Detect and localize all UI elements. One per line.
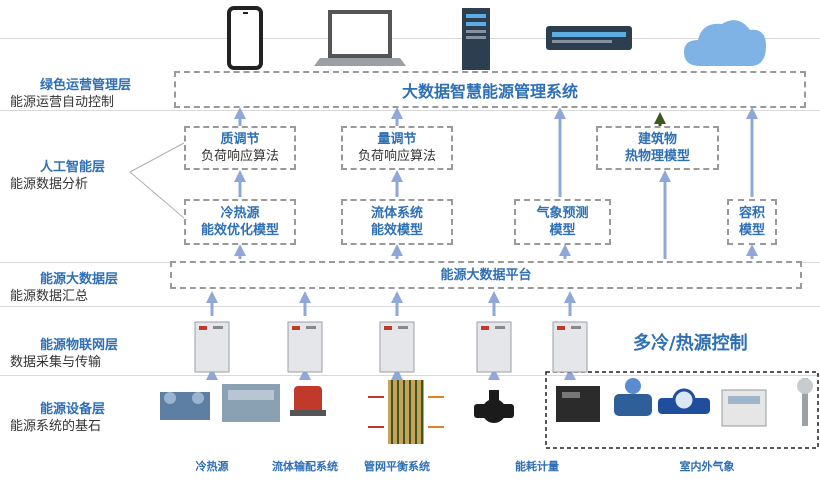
bottom-label-pipe-network: 管网平衡系统 <box>364 460 430 473</box>
bracket-line <box>129 142 185 173</box>
ai-building-model-box: 建筑物 热物理模型 <box>596 126 719 170</box>
bracket-line <box>129 171 185 219</box>
flow-meter-icon <box>614 378 652 416</box>
layer-title-bigdata: 能源大数据层 <box>40 272 119 287</box>
chiller-unit-icon <box>160 392 210 420</box>
electric-meter-icon <box>721 389 767 427</box>
bottom-label-fluid: 流体输配系统 <box>272 460 338 473</box>
control-cabinet-group <box>194 321 588 373</box>
bigdata-platform-box: 能源大数据平台 <box>170 261 802 289</box>
ai-box-title: 质调节 <box>220 132 260 147</box>
absorption-chiller-icon <box>222 384 280 422</box>
server-icon <box>462 8 490 70</box>
ai-box-title: 容积 <box>738 206 765 221</box>
metering-group-frame <box>545 371 819 449</box>
laptop-icon <box>314 10 406 66</box>
layer-subtitle-equipment: 能源系统的基石 <box>10 419 102 434</box>
water-meter-icon <box>658 388 710 414</box>
layer-title-equipment: 能源设备层 <box>40 402 106 417</box>
energy-meter-icon <box>556 386 600 422</box>
ai-box-subtitle: 模型 <box>738 223 765 238</box>
ai-fluid-model-box: 流体系统 能效模型 <box>341 199 453 245</box>
layer-subtitle-iot: 数据采集与传输 <box>10 355 102 370</box>
layer-title-ai: 人工智能层 <box>40 160 106 175</box>
grid-line <box>0 306 820 307</box>
ai-quality-regulation-box: 质调节 负荷响应算法 <box>184 126 296 170</box>
ai-box-title: 冷热源 <box>220 206 260 221</box>
layer-title-iot: 能源物联网层 <box>40 338 119 353</box>
ai-box-title: 流体系统 <box>370 206 423 221</box>
valve-icon <box>474 390 514 423</box>
ai-volume-model-box: 容积 模型 <box>727 199 777 245</box>
pump-icon <box>290 386 326 416</box>
platform-title: 能源大数据平台 <box>440 267 532 283</box>
layer-subtitle-ai: 能源数据分析 <box>10 177 89 192</box>
bottom-label-weather: 室内外气象 <box>679 460 735 473</box>
bottom-label-chiller: 冷热源 <box>195 460 229 473</box>
ai-box-subtitle: 能效优化模型 <box>200 223 279 238</box>
ai-box-title: 量调节 <box>377 132 417 147</box>
grid-line <box>0 110 820 111</box>
ai-box-title: 建筑物 <box>637 132 677 147</box>
layer-subtitle-bigdata: 能源数据汇总 <box>10 289 89 304</box>
ai-chiller-model-box: 冷热源 能效优化模型 <box>184 199 296 245</box>
layer-subtitle-green-ops: 能源运营自动控制 <box>10 95 115 110</box>
network-switch-icon <box>546 26 632 50</box>
ai-weather-model-box: 气象预测 模型 <box>514 199 611 245</box>
grid-line <box>0 375 820 376</box>
system-title: 大数据智慧能源管理系统 <box>401 81 578 101</box>
ai-box-subtitle: 模型 <box>549 223 576 238</box>
ai-box-title: 气象预测 <box>536 206 589 221</box>
ai-box-subtitle: 热物理模型 <box>624 149 690 164</box>
ai-box-subtitle: 负荷响应算法 <box>200 149 279 164</box>
cloud-icon <box>684 20 766 66</box>
layer-title-green-ops: 绿色运营管理层 <box>40 78 132 93</box>
pipe-network-icon <box>368 380 444 444</box>
bottom-label-metering: 能耗计量 <box>515 460 559 473</box>
energy-management-system-box: 大数据智慧能源管理系统 <box>174 71 806 108</box>
ai-box-subtitle: 负荷响应算法 <box>357 149 436 164</box>
multi-source-control-label: 多冷/热源控制 <box>633 333 748 354</box>
ai-box-subtitle: 能效模型 <box>370 223 423 238</box>
ai-quantity-regulation-box: 量调节 负荷响应算法 <box>341 126 453 170</box>
weather-sensor-icon <box>797 378 813 426</box>
grid-line <box>0 38 820 39</box>
phone-icon <box>227 6 263 70</box>
